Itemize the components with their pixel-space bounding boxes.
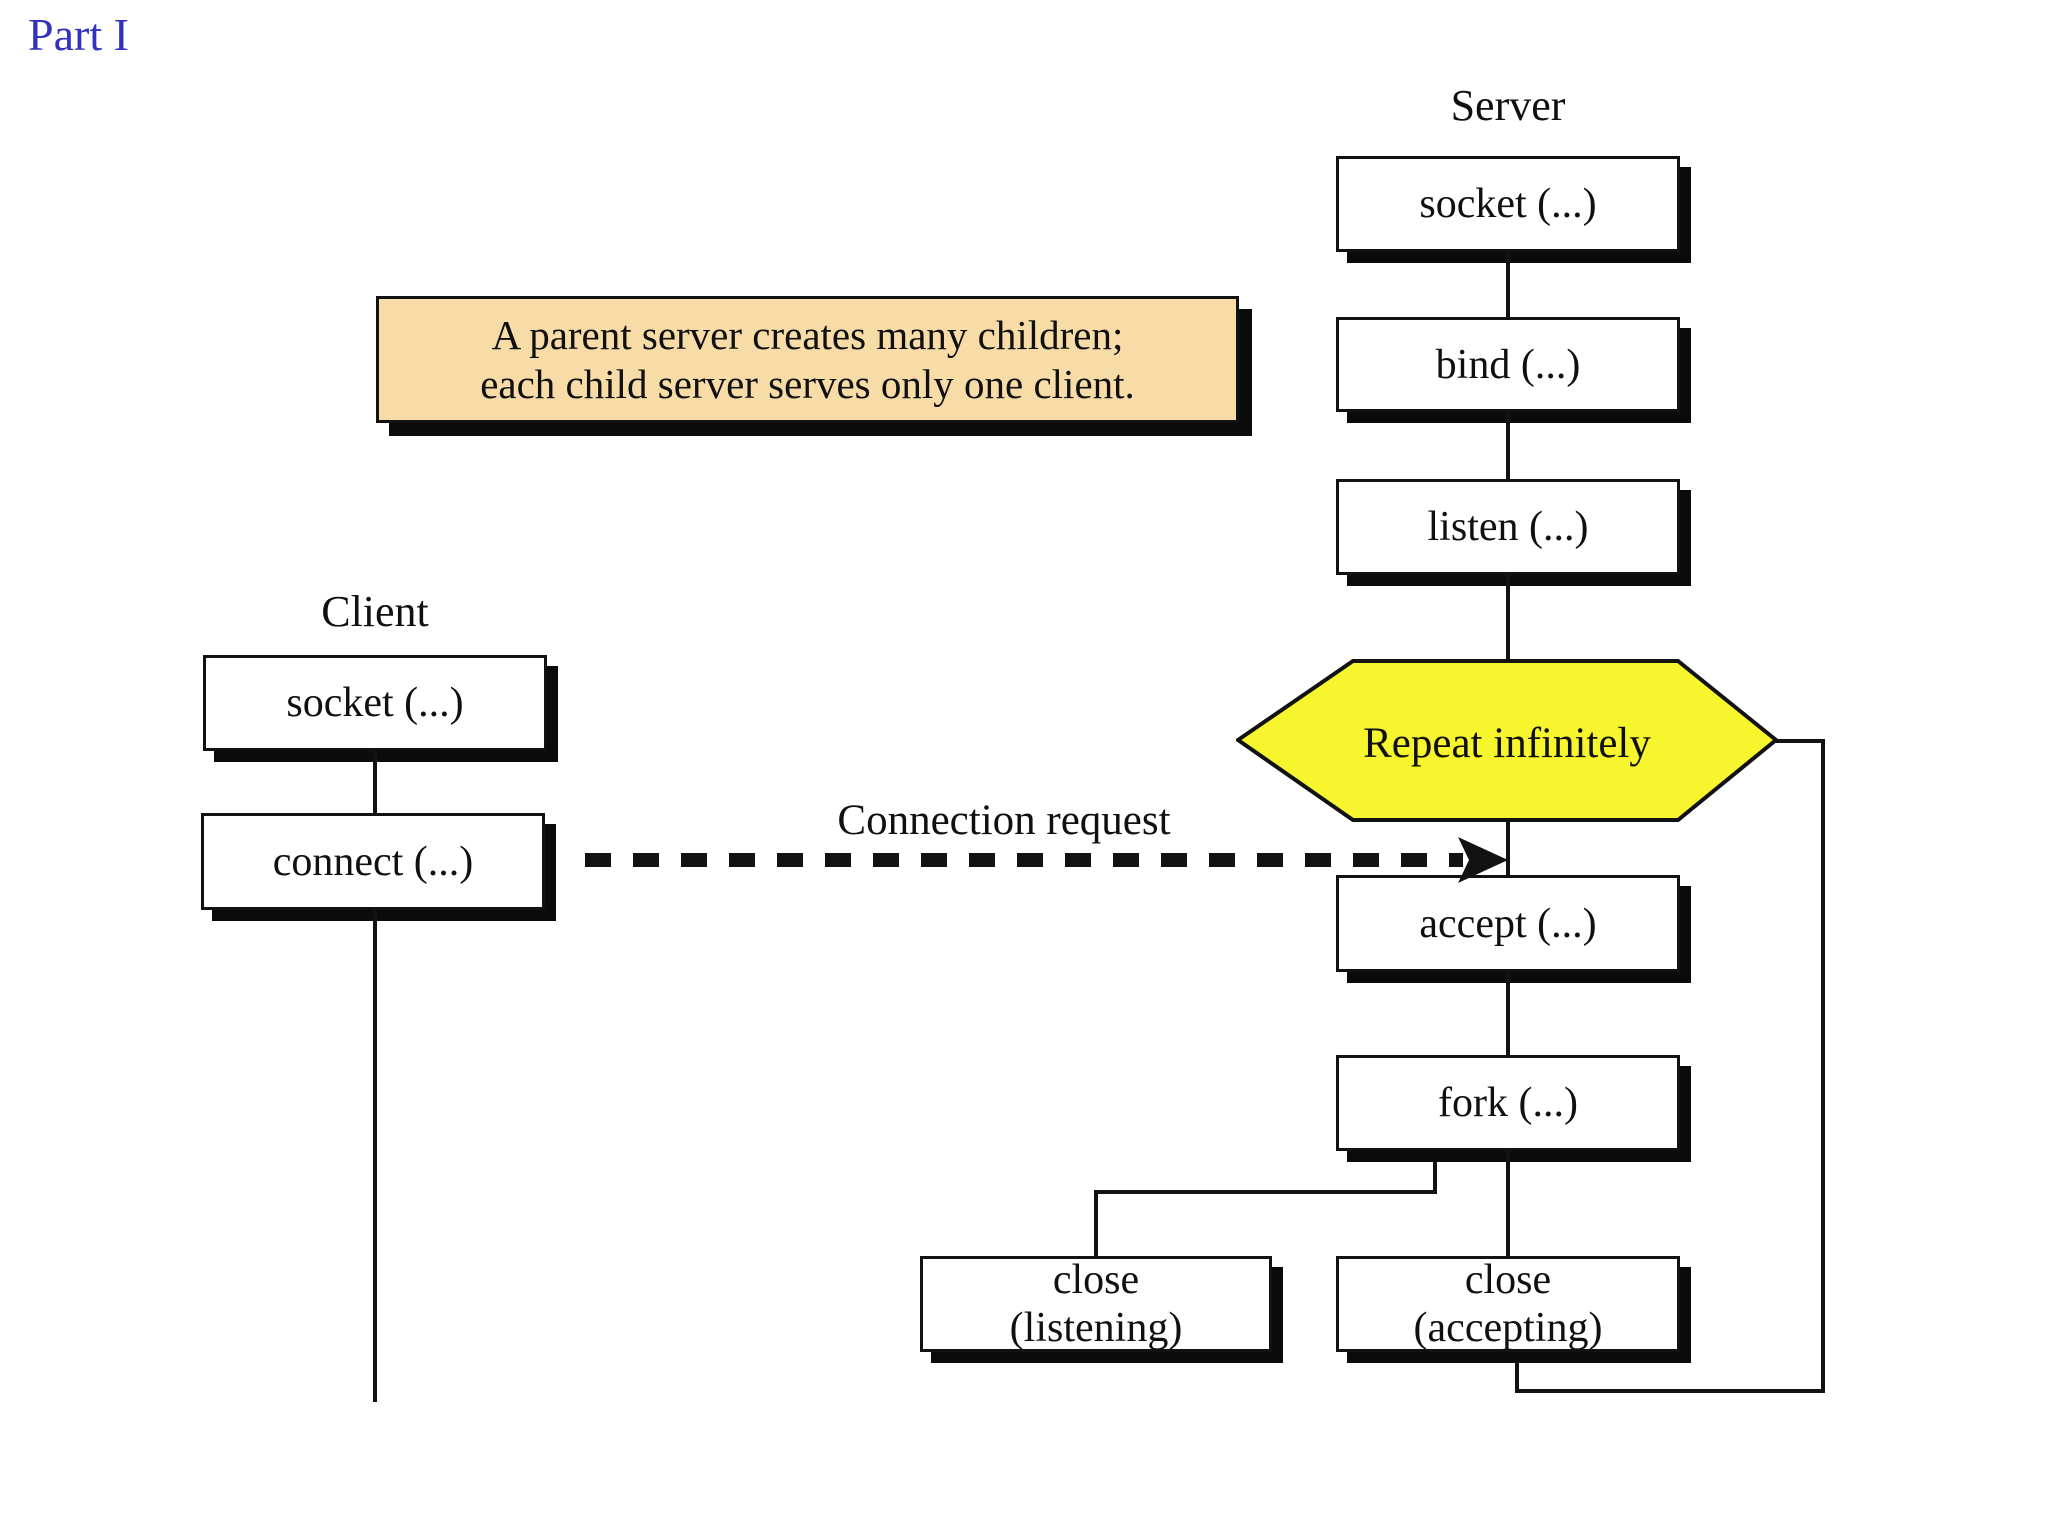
server-listen-box: listen (...) [1336,479,1680,575]
close-listening-line-1: close [1052,1257,1140,1303]
client-connect-box: connect (...) [201,813,545,910]
connector-fork-branch-down [1433,1162,1437,1194]
server-fork-box: fork (...) [1336,1055,1680,1151]
server-accept-label: accept (...) [1419,900,1597,947]
connector-client-socket-to-connect [373,749,377,815]
connection-request-label: Connection request [837,797,1171,844]
close-listening-box: close (listening) [920,1256,1272,1352]
server-listen-label: listen (...) [1427,504,1589,550]
server-column-title: Server [1450,81,1566,130]
connector-fork-to-close-accepting [1506,1149,1510,1258]
close-listening-line-2: (listening) [1009,1305,1183,1351]
server-accept-box: accept (...) [1336,875,1680,972]
close-accepting-line-2: (accepting) [1413,1305,1603,1351]
close-accepting-box: close (accepting) [1336,1256,1680,1352]
connector-socket-to-bind [1506,250,1510,319]
client-lifeline [373,908,377,1402]
server-socket-label: socket (...) [1419,181,1597,227]
connector-loop-to-accept [1506,820,1510,877]
server-socket-box: socket (...) [1336,156,1680,252]
loopback-to-hexagon-vertex [1776,739,1823,743]
connector-branch-to-close-listening [1094,1190,1098,1258]
loopback-right-vertical [1821,739,1825,1393]
server-bind-box: bind (...) [1336,317,1680,412]
note-line-2: each child server serves only one client… [480,360,1135,407]
client-socket-box: socket (...) [203,655,547,751]
repeat-loop-label: Repeat infinitely [1363,720,1651,767]
note-box: A parent server creates many children; e… [376,296,1239,423]
client-column-title: Client [321,587,429,636]
client-socket-label: socket (...) [286,680,464,726]
connector-accept-to-fork [1506,970,1510,1057]
connector-fork-branch-horizontal [1094,1190,1437,1194]
connector-bind-to-listen [1506,410,1510,481]
client-connect-label: connect (...) [272,838,474,885]
loopback-bottom-horizontal [1515,1389,1825,1393]
part-title: Part I [28,9,129,60]
loopback-from-close-accepting [1515,1362,1519,1393]
close-accepting-line-1: close [1464,1257,1552,1303]
connection-request-dashed-line [585,853,1463,867]
server-fork-label: fork (...) [1438,1080,1578,1126]
connector-listen-to-loop [1506,573,1510,661]
server-bind-label: bind (...) [1435,341,1581,388]
note-line-1: A parent server creates many children; [491,311,1124,358]
